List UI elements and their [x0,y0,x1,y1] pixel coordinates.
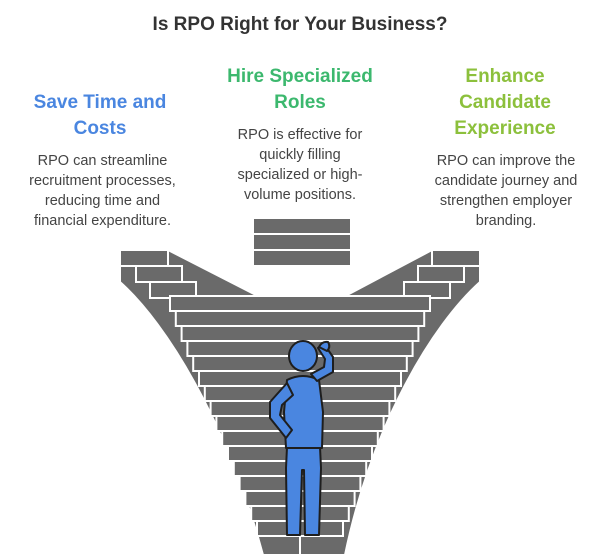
body-line: quickly filling [259,147,341,163]
converging-staircase-icon [119,217,481,556]
stair-step [431,249,481,267]
person-head [288,340,318,372]
stair-step [252,217,352,235]
person-right-arm [310,343,334,382]
body-line: recruitment processes, [29,173,176,189]
heading-save-time-costs: Save Time and Costs [10,90,190,142]
diagram-title: Is RPO Right for Your Business? [152,14,448,35]
body-line: strengthen employer [439,193,573,209]
person-hand [318,340,331,352]
heading-line: Costs [73,118,127,139]
body-line: candidate journey and [434,173,578,189]
body-line: financial expenditure. [33,213,172,229]
stair-step [417,265,465,283]
body-line: RPO can improve the [436,153,576,169]
stair-step [169,295,431,312]
body-save-time-costs: RPO can streamline recruitment processes… [15,151,190,231]
stair-step [174,310,426,327]
body-line: RPO is effective for [237,127,363,143]
body-line: specialized or high- [237,167,363,183]
body-line: branding. [475,213,537,229]
body-enhance-candidate-experience: RPO can improve the candidate journey an… [420,151,592,231]
heading-enhance-candidate-experience: Enhance Candidate Experience [420,64,590,142]
heading-line: Save Time and [33,92,167,113]
heading-line: Hire Specialized [227,66,373,87]
heading-line: Experience [454,118,556,139]
stair-step [119,249,169,267]
heading-hire-specialized-roles: Hire Specialized Roles [205,64,395,116]
stair-step [180,325,420,342]
person-legs [285,446,322,536]
body-line: reducing time and [44,193,161,209]
body-line: volume positions. [243,187,357,203]
stair-step [252,233,352,251]
body-line: RPO can streamline [37,153,168,169]
heading-line: Candidate [459,92,551,113]
stair-step [252,249,352,267]
body-hire-specialized-roles: RPO is effective for quickly filling spe… [212,125,388,205]
thinking-person-icon [269,340,334,536]
heading-line: Enhance [465,66,545,87]
person-left-arm [269,382,294,439]
stair-step [135,265,183,283]
heading-line: Roles [274,92,326,113]
